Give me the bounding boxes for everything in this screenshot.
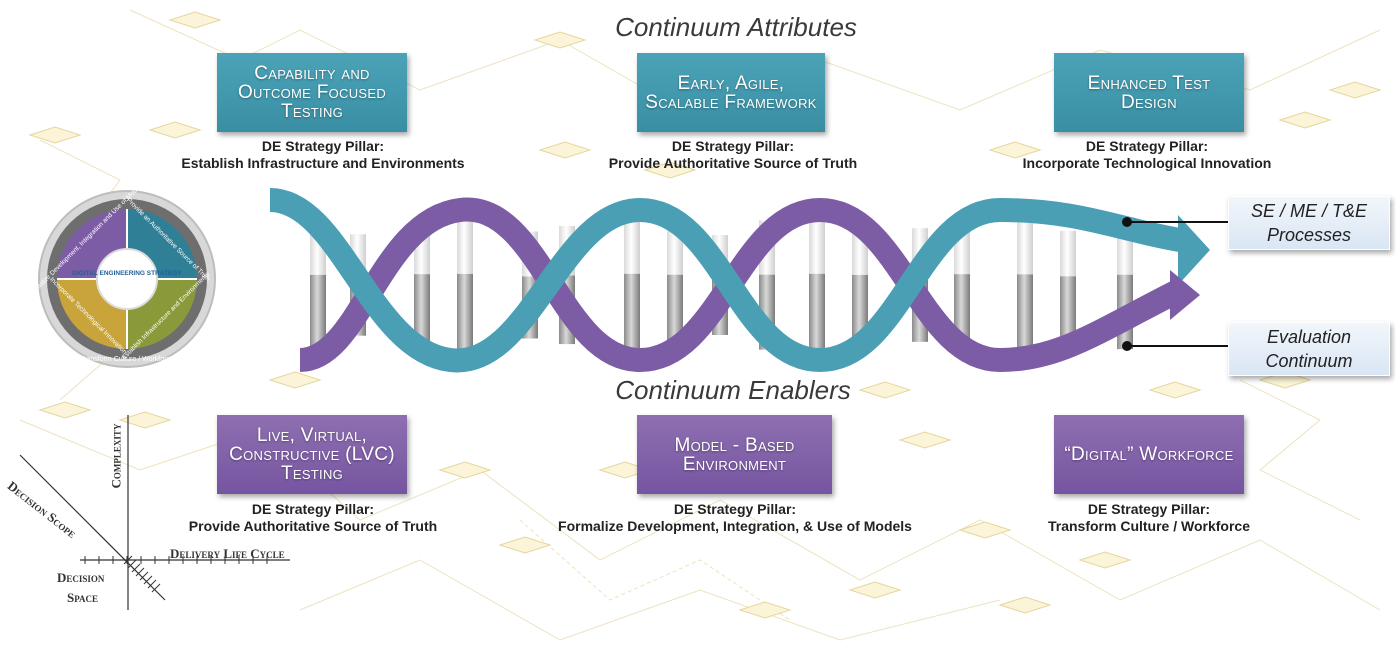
- helix-rung-bottom: [1017, 274, 1033, 352]
- enabler-box-digital-workforce: “Digital” Workforce: [1054, 415, 1244, 494]
- pillar-name: Transform Culture / Workforce: [1047, 518, 1250, 534]
- attribute-box-capability: Capability and Outcome Focused Testing: [217, 53, 407, 132]
- continuum-attributes-heading: Continuum Attributes: [615, 12, 857, 42]
- axis-tick: [143, 575, 153, 585]
- complexity-axis-label: Complexity: [108, 423, 124, 489]
- pillar-name: Provide Authoritative Source of Truth: [188, 518, 438, 534]
- axis-tick: [135, 567, 145, 577]
- axis-tick: [139, 571, 149, 581]
- attribute-pillar-3: DE Strategy Pillar: Incorporate Technolo…: [937, 138, 1357, 172]
- pillar-label: DE Strategy Pillar:: [673, 501, 797, 517]
- helix-rung-top: [457, 215, 473, 274]
- decision-space-label-1: Decision: [57, 570, 105, 585]
- pillar-label: DE Strategy Pillar:: [671, 138, 795, 154]
- axis-tick: [123, 555, 133, 565]
- pillar-label: DE Strategy Pillar:: [1087, 501, 1211, 517]
- helix-strand-teal: [268, 188, 1182, 373]
- helix-rung-bottom: [667, 274, 683, 350]
- pillar-label: DE Strategy Pillar:: [1085, 138, 1209, 154]
- enabler-box-model-based: Model - Based Environment: [637, 415, 832, 494]
- pillar-name: Formalize Development, Integration, & Us…: [558, 518, 912, 534]
- helix-rung-bottom: [624, 273, 640, 355]
- helix-rung-bottom: [310, 274, 326, 349]
- helix-arrow-purple: [1170, 270, 1200, 320]
- continuum-enablers-heading: Continuum Enablers: [615, 375, 851, 405]
- pillar-name: Provide Authoritative Source of Truth: [608, 155, 858, 171]
- helix-rung-bottom: [809, 273, 825, 355]
- enabler-box-lvc: Live, Virtual, Constructive (LVC) Testin…: [217, 415, 407, 494]
- pillar-label: DE Strategy Pillar:: [261, 138, 385, 154]
- axis-tick: [131, 563, 141, 573]
- axis-tick: [151, 583, 161, 593]
- helix-rung-top: [1017, 218, 1033, 275]
- helix-arrow-teal: [1178, 215, 1210, 285]
- digital-engineering-strategy-wheel: Formalize Development, Integration and U…: [37, 189, 216, 368]
- wheel-center-text: DIGITAL ENGINEERING STRATEGY: [72, 270, 182, 277]
- helix-rung-top: [1060, 230, 1076, 277]
- attribute-box-framework: Early, Agile, Scalable Framework: [637, 53, 825, 132]
- axis-tick: [127, 559, 137, 569]
- helix-rung-bottom: [1060, 276, 1076, 340]
- attribute-pillar-2: DE Strategy Pillar: Provide Authoritativ…: [523, 138, 943, 172]
- helix-rung-top: [809, 215, 825, 274]
- pillar-name: Establish Infrastructure and Environment…: [181, 155, 465, 171]
- helix-strand-purple: [298, 197, 1186, 373]
- helix-rung-top: [624, 215, 640, 274]
- enabler-pillar-1: DE Strategy Pillar: Provide Authoritativ…: [103, 501, 523, 535]
- processes-label: SE / ME / T&E Processes: [1228, 196, 1390, 250]
- evaluation-continuum-label: Evaluation Continuum: [1228, 322, 1390, 376]
- attribute-pillar-1: DE Strategy Pillar: Establish Infrastruc…: [113, 138, 533, 172]
- helix-rung-bottom: [457, 273, 473, 355]
- enabler-pillar-2: DE Strategy Pillar: Formalize Developmen…: [525, 501, 945, 535]
- pillar-label: DE Strategy Pillar:: [251, 501, 375, 517]
- decision-space-label-2: Space: [67, 590, 99, 605]
- enabler-pillar-3: DE Strategy Pillar: Transform Culture / …: [939, 501, 1359, 535]
- axis-tick: [147, 579, 157, 589]
- wheel-ring-text: Transform Culture / Workforce: [80, 356, 174, 363]
- decision-space-axes: [19, 415, 290, 610]
- pillar-name: Incorporate Technological Innovation: [1022, 155, 1272, 171]
- delivery-life-cycle-axis-label: Delivery Life Cycle: [170, 546, 285, 561]
- attribute-box-test-design: Enhanced Test Design: [1054, 53, 1244, 132]
